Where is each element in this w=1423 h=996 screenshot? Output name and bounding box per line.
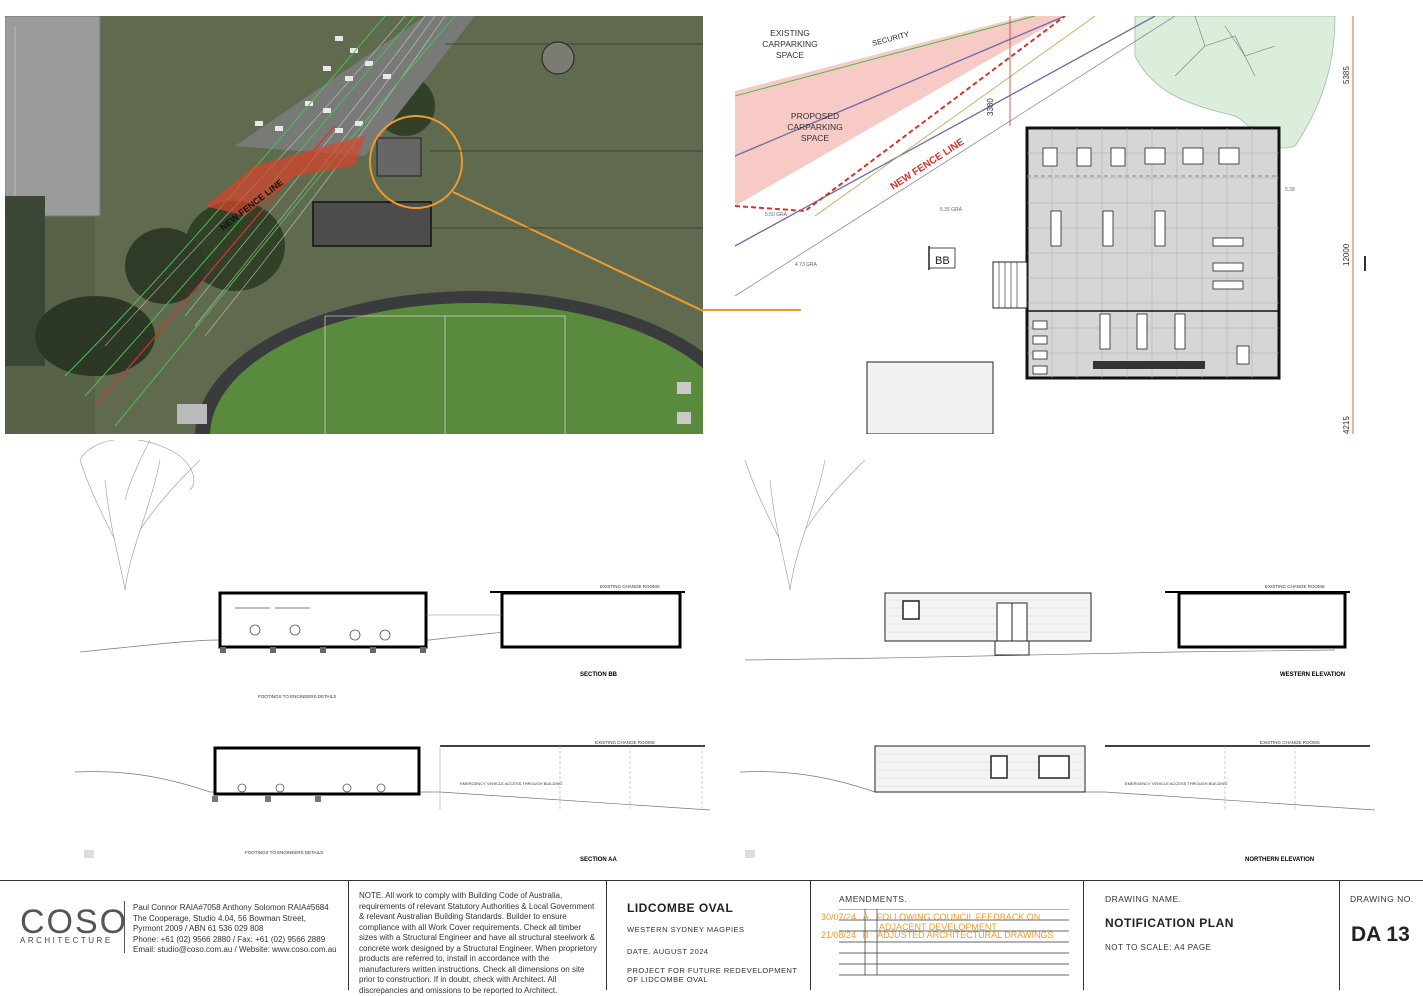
- gym-footprint: [376, 137, 422, 177]
- western-elevation-caption: WESTERN ELEVATION: [1280, 672, 1345, 678]
- aerial-svg: NEW FENCE LINE: [5, 16, 703, 434]
- drawing-no-label: DRAWING NO.: [1350, 894, 1414, 904]
- drawing-number-column: DRAWING NO. DA 13: [1339, 881, 1423, 990]
- svg-text:EXISTING CHANGE ROOMS: EXISTING CHANGE ROOMS: [595, 740, 655, 745]
- site-plan-detail: EXISTING CARPARKING SPACE PROPOSED CARPA…: [735, 16, 1423, 434]
- contact-line: Phone: +61 (02) 9566 2880 / Fax: +61 (02…: [133, 934, 326, 944]
- proposed-building-footprint: [312, 201, 432, 247]
- project-description: PROJECT FOR FUTURE REDEVELOPMENT OF LIDC…: [627, 966, 797, 984]
- northern-elevation-caption: NORTHERN ELEVATION: [1245, 857, 1314, 863]
- section-bb-changerooms: [500, 591, 682, 649]
- contact-line: Paul Connor RAIA#7058 Anthony Solomon RA…: [133, 903, 329, 912]
- coso-logo-sub: ARCHITECTURE: [20, 936, 113, 945]
- section-aa-caption: SECTION AA: [580, 857, 617, 863]
- plan-fence-label: NEW FENCE LINE: [889, 137, 967, 193]
- svg-text:4.73 GRA: 4.73 GRA: [795, 262, 818, 268]
- new-fence-area: [205, 136, 365, 216]
- callout-circle: [369, 115, 463, 209]
- amendments-label: AMENDMENTS.: [839, 894, 908, 904]
- dim-12000: 12000: [1342, 243, 1351, 266]
- callout-connector: [703, 309, 801, 311]
- svg-text:5.35 GRA: 5.35 GRA: [940, 207, 963, 213]
- proposed-carpark-zone: [735, 16, 1065, 206]
- svg-text:FOOTINGS TO ENGINEERS DETAILS: FOOTINGS TO ENGINEERS DETAILS: [245, 850, 323, 855]
- svg-text:EXISTING CHANGE ROOMS: EXISTING CHANGE ROOMS: [1265, 584, 1325, 589]
- svg-text:5.50 GRA: 5.50 GRA: [765, 212, 788, 218]
- drawing-name-column: DRAWING NAME. NOTIFICATION PLAN NOT TO S…: [1083, 881, 1340, 990]
- amendment-date: 30/07/24: [821, 912, 857, 922]
- amendment-rev: B: [862, 930, 869, 940]
- section-bb-drawing: EXISTING CHANGE ROOMS FOOTINGS TO ENGINE…: [70, 438, 710, 700]
- svg-text:EMERGENCY VEHICLE ACCESS THROU: EMERGENCY VEHICLE ACCESS THROUGH BUILDIN…: [1125, 781, 1228, 786]
- amendment-row: 30/07/24 A FOLLOWING COUNCIL FEEDBACK ON: [821, 912, 1040, 922]
- contact-line: The Cooperage, Studio 4.04, 56 Bowman St…: [133, 913, 306, 923]
- section-aa-drawing: EMERGENCY VEHICLE ACCESS THROUGH BUILDIN…: [70, 730, 711, 870]
- drawing-name-label: DRAWING NAME.: [1105, 894, 1182, 904]
- security-label: SECURITY: [871, 29, 910, 48]
- drawing-number: DA 13: [1351, 923, 1410, 946]
- aerial-site-photo: NEW FENCE LINE: [5, 16, 703, 434]
- dumbbell-rack: [1093, 361, 1205, 369]
- existing-change-rooms-plan: [866, 361, 994, 434]
- amendments-column: AMENDMENTS. 30/07/24 A FOLLOWING COUNCIL…: [810, 881, 1084, 990]
- svg-text:EMERGENCY VEHICLE ACCESS THROU: EMERGENCY VEHICLE ACCESS THROUGH BUILDIN…: [460, 781, 563, 786]
- general-note: NOTE. All work to comply with Building C…: [359, 891, 597, 995]
- note-column: NOTE. All work to comply with Building C…: [348, 881, 607, 995]
- western-elevation-drawing: EXISTING CHANGE ROOMS WESTERN ELEVATION: [735, 440, 1375, 700]
- callout-leader: [452, 191, 703, 312]
- amendment-desc: FOLLOWING COUNCIL FEEDBACK ON: [876, 912, 1041, 922]
- svg-text:5.38: 5.38: [1285, 187, 1295, 193]
- drawing-scale: NOT TO SCALE: A4 PAGE: [1105, 943, 1212, 952]
- client-name: WESTERN SYDNEY MAGPIES: [627, 925, 745, 934]
- contact-line: Email: studio@coso.com.au / Website: www…: [133, 945, 337, 954]
- amendment-desc-continued: ADJACENT DEVELOPMENT: [879, 922, 997, 932]
- contact-line: Pyrmont 2009 / ABN 61 536 029 808: [133, 924, 264, 933]
- project-column: LIDCOMBE OVAL WESTERN SYDNEY MAGPIES DAT…: [606, 881, 811, 990]
- date-label: DATE. AUGUST 2024: [627, 947, 709, 956]
- existing-building-roof: [5, 16, 100, 216]
- svg-text:FOOTINGS TO ENGINEERS DETAILS: FOOTINGS TO ENGINEERS DETAILS: [258, 694, 336, 699]
- amendments-table: 30/07/24 A FOLLOWING COUNCIL FEEDBACK ON…: [821, 909, 1069, 976]
- title-block: COSO ARCHITECTURE Paul Connor RAIA#7058 …: [0, 880, 1423, 995]
- existing-carpark-line3: SPACE: [776, 50, 805, 60]
- bb-marker: BB: [935, 255, 950, 267]
- proposed-carpark-line3: SPACE: [801, 133, 830, 143]
- section-bb-gym: [218, 591, 428, 649]
- existing-carpark-line1: EXISTING: [770, 28, 810, 38]
- section-bb-caption: SECTION BB: [580, 672, 618, 678]
- dim-3380: 3380: [986, 98, 995, 116]
- proposed-carpark-line1: PROPOSED: [791, 111, 839, 121]
- playing-field: [210, 303, 703, 434]
- northern-elevation-drawing: EMERGENCY VEHICLE ACCESS THROUGH BUILDIN…: [735, 730, 1376, 870]
- project-description-line: PROJECT FOR FUTURE REDEVELOPMENT: [627, 966, 798, 975]
- svg-text:EXISTING CHANGE ROOMS: EXISTING CHANGE ROOMS: [1260, 740, 1320, 745]
- project-title: LIDCOMBE OVAL: [627, 901, 734, 915]
- contact-block: Paul Connor RAIA#7058 Anthony Solomon RA…: [133, 903, 348, 956]
- dim-4215: 4215: [1342, 416, 1351, 434]
- amendment-desc: ADJUSTED ARCHITECTURAL DRAWINGS: [877, 930, 1054, 940]
- amendment-date: 21/08/24: [821, 930, 857, 940]
- drawing-name: NOTIFICATION PLAN: [1105, 916, 1234, 930]
- dim-5385: 5385: [1342, 66, 1351, 84]
- project-description-line: OF LIDCOMBE OVAL: [627, 975, 709, 984]
- amendment-row: 21/08/24 B ADJUSTED ARCHITECTURAL DRAWIN…: [821, 930, 1053, 940]
- plan-svg: EXISTING CARPARKING SPACE PROPOSED CARPA…: [735, 16, 1366, 434]
- amendment-rev: A: [862, 912, 869, 922]
- svg-text:EXISTING CHANGE ROOMS: EXISTING CHANGE ROOMS: [600, 584, 660, 589]
- coso-logo: COSO: [20, 903, 129, 941]
- existing-carpark-line2: CARPARKING: [762, 39, 818, 49]
- proposed-carpark-line2: CARPARKING: [787, 122, 843, 132]
